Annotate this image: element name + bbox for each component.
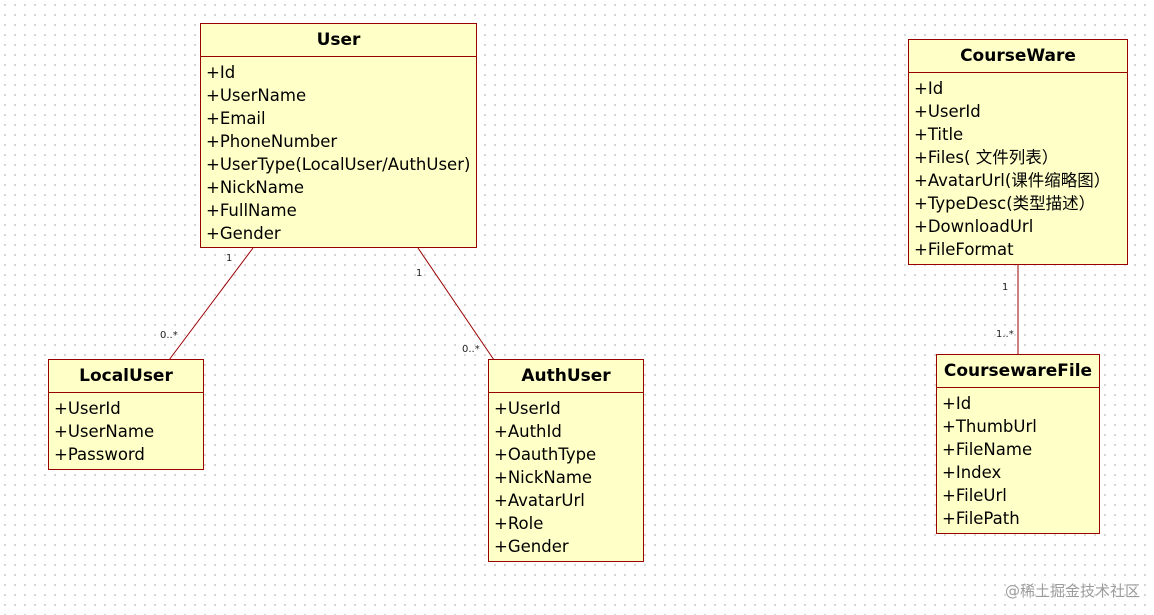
attribute: +UserId — [914, 102, 981, 121]
attribute: +UserName — [206, 86, 307, 105]
attribute: +UserType(LocalUser/AuthUser) — [206, 155, 471, 174]
mult-courseware-file-to: 1..* — [996, 329, 1014, 340]
class-user[interactable]: User +Id +UserName +Email +PhoneNumber +… — [200, 23, 477, 248]
attribute: +Id — [942, 394, 972, 413]
class-name: AuthUser — [489, 360, 643, 393]
attribute: +AvatarUrl — [494, 491, 585, 510]
class-name: CoursewareFile — [937, 355, 1099, 388]
association-user-authuser — [417, 247, 495, 361]
attribute: +Password — [54, 445, 145, 464]
attribute: +ThumbUrl — [942, 417, 1037, 436]
mult-courseware-file-from: 1 — [1002, 282, 1009, 293]
attribute: +FullName — [206, 201, 297, 220]
attribute-list: +UserId +UserName +Password — [49, 393, 203, 466]
mult-user-localuser-to: 0..* — [160, 330, 178, 341]
attribute: +AvatarUrl(课件缩略图） — [914, 171, 1111, 190]
attribute: +TypeDesc(类型描述） — [914, 194, 1096, 213]
class-name: LocalUser — [49, 360, 203, 393]
attribute: +UserId — [494, 399, 561, 418]
class-coursewarefile[interactable]: CoursewareFile +Id +ThumbUrl +FileName +… — [936, 354, 1100, 534]
mult-user-authuser-to: 0..* — [462, 344, 480, 355]
attribute: +Index — [942, 463, 1002, 482]
attribute: +Title — [914, 125, 964, 144]
attribute-list: +Id +UserName +Email +PhoneNumber +UserT… — [201, 57, 476, 245]
attribute-list: +UserId +AuthId +OauthType +NickName +Av… — [489, 393, 643, 558]
attribute: +Gender — [206, 224, 281, 243]
attribute: +NickName — [494, 468, 593, 487]
attribute: +FilePath — [942, 509, 1020, 528]
attribute: +Gender — [494, 537, 569, 556]
class-authuser[interactable]: AuthUser +UserId +AuthId +OauthType +Nic… — [488, 359, 644, 562]
class-name: CourseWare — [909, 40, 1127, 73]
attribute: +PhoneNumber — [206, 132, 338, 151]
attribute: +UserName — [54, 422, 155, 441]
attribute: +FileName — [942, 440, 1033, 459]
attribute: +OauthType — [494, 445, 597, 464]
mult-user-authuser-from: 1 — [416, 268, 423, 279]
attribute: +FileFormat — [914, 240, 1014, 259]
watermark: @稀土掘金技术社区 — [1004, 582, 1140, 600]
attribute: +Files( 文件列表） — [914, 148, 1059, 167]
attribute: +AuthId — [494, 422, 562, 441]
attribute: +NickName — [206, 178, 305, 197]
attribute: +UserId — [54, 399, 121, 418]
attribute: +Role — [494, 514, 544, 533]
association-user-localuser — [168, 247, 254, 361]
attribute: +FileUrl — [942, 486, 1007, 505]
attribute: +Email — [206, 109, 266, 128]
mult-user-localuser-from: 1 — [226, 253, 233, 264]
attribute: +Id — [206, 63, 236, 82]
attribute-list: +Id +ThumbUrl +FileName +Index +FileUrl … — [937, 388, 1099, 530]
attribute: +Id — [914, 79, 944, 98]
attribute: +DownloadUrl — [914, 217, 1034, 236]
class-courseware[interactable]: CourseWare +Id +UserId +Title +Files( 文件… — [908, 39, 1128, 265]
attribute-list: +Id +UserId +Title +Files( 文件列表） +Avatar… — [909, 73, 1127, 261]
class-name: User — [201, 24, 476, 57]
class-localuser[interactable]: LocalUser +UserId +UserName +Password — [48, 359, 204, 470]
